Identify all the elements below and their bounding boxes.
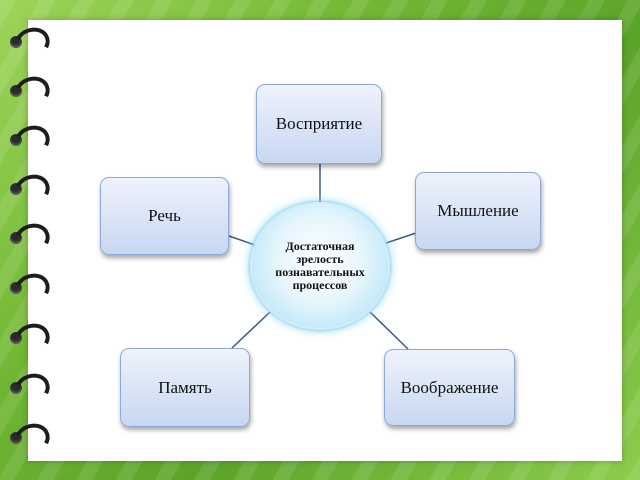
center-node-label: Достаточная зрелость познавательных проц…: [275, 239, 365, 292]
connector-bottom-left: [231, 311, 271, 349]
node-bottom-left-label: Память: [158, 377, 212, 397]
node-bottom-left: Память: [120, 348, 250, 427]
notebook-rings: [0, 0, 60, 480]
node-top: Восприятие: [256, 84, 382, 164]
ring-icon: [8, 22, 55, 64]
center-node: Достаточная зрелость познавательных проц…: [250, 202, 390, 330]
node-right: Мышление: [415, 172, 541, 250]
ring-icon: [8, 318, 55, 360]
connector-right: [385, 232, 417, 244]
node-right-label: Мышление: [437, 201, 519, 220]
node-top-label: Восприятие: [275, 114, 363, 133]
ring-icon: [8, 169, 55, 211]
ring-icon: [8, 368, 55, 410]
ring-icon: [8, 71, 55, 113]
ring-icon: [8, 218, 55, 260]
node-bottom-right-label: Воображение: [400, 377, 499, 397]
connector-left: [228, 235, 256, 246]
ring-icon: [8, 418, 55, 460]
node-bottom-right: Воображение: [384, 349, 515, 426]
connector-bottom-right: [369, 311, 409, 350]
ring-icon: [8, 268, 55, 310]
node-left: Речь: [100, 177, 229, 255]
node-left-label: Речь: [148, 206, 181, 225]
ring-icon: [8, 120, 55, 162]
